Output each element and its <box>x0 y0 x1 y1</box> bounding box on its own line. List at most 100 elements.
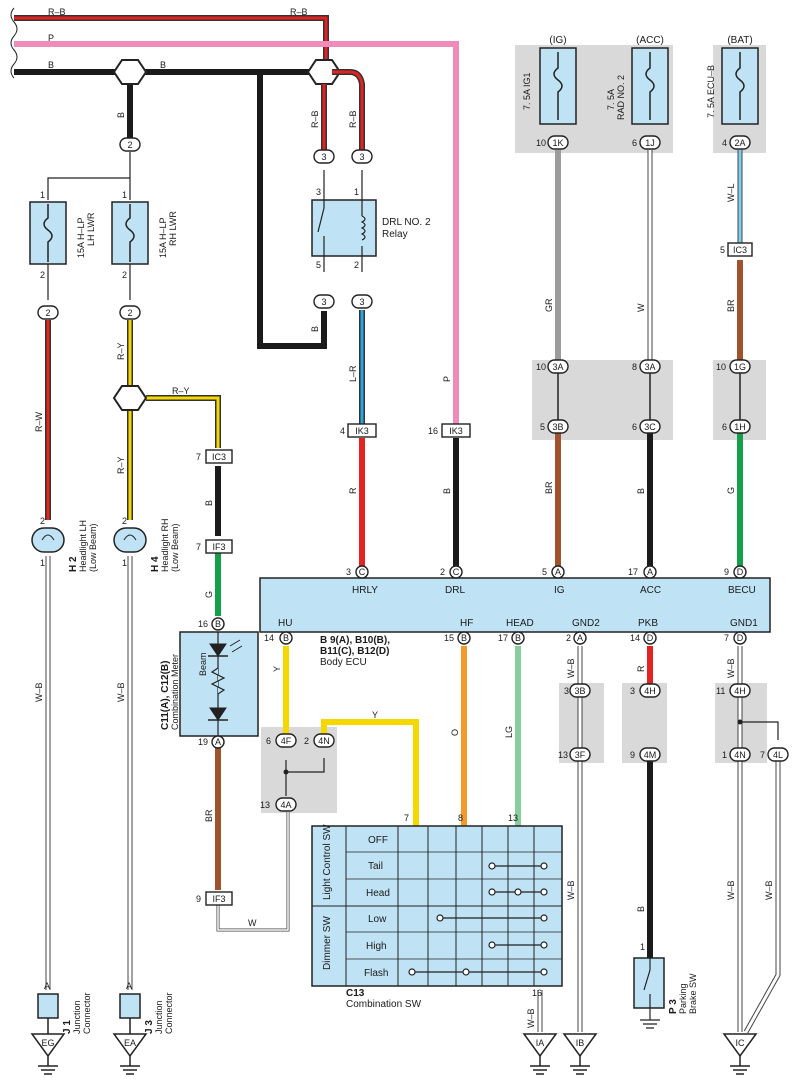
svg-text:IF3: IF3 <box>212 894 225 904</box>
parking-code: P 3 <box>668 999 679 1014</box>
svg-text:3: 3 <box>564 686 569 696</box>
svg-text:3F: 3F <box>575 750 586 760</box>
connector-shading <box>261 45 767 813</box>
svg-text:GND2: GND2 <box>572 618 600 629</box>
svg-text:6: 6 <box>632 138 637 148</box>
svg-text:IK3: IK3 <box>449 426 463 436</box>
svg-text:2: 2 <box>122 270 127 280</box>
svg-text:G: G <box>204 591 214 598</box>
power-ig-label: (IG) <box>549 35 566 46</box>
svg-text:10: 10 <box>716 362 726 372</box>
svg-text:13: 13 <box>260 800 270 810</box>
svg-text:3B: 3B <box>574 686 585 696</box>
ground-eg: EG <box>41 1038 54 1048</box>
switch-row-low: Low <box>368 914 387 925</box>
svg-text:R–Y: R–Y <box>116 342 126 360</box>
ground-ib: IB <box>576 1038 585 1048</box>
parking-name-b: Brake SW <box>688 973 698 1014</box>
fuse-ig1 <box>539 47 577 125</box>
svg-text:W–B: W–B <box>116 682 126 702</box>
svg-text:4H: 4H <box>734 686 746 696</box>
svg-text:W–B: W–B <box>34 682 44 702</box>
svg-text:10: 10 <box>536 138 546 148</box>
switch-group-light: Light Control SW <box>322 824 333 900</box>
svg-text:16: 16 <box>428 426 438 436</box>
fuse-ecub <box>721 47 759 125</box>
svg-text:ACC: ACC <box>640 585 661 596</box>
svg-text:9: 9 <box>630 750 635 760</box>
pin-circles <box>211 565 747 749</box>
svg-text:16: 16 <box>198 619 208 629</box>
ground-symbols <box>30 1033 758 1075</box>
svg-text:14: 14 <box>630 633 640 643</box>
fuse-lh-label-b: LH LWR <box>86 212 96 246</box>
svg-text:HF: HF <box>460 618 473 629</box>
switch-row-head: Head <box>366 888 390 899</box>
splice-b-right <box>306 59 342 85</box>
svg-text:IK3: IK3 <box>355 426 369 436</box>
svg-text:13: 13 <box>558 750 568 760</box>
svg-text:3: 3 <box>316 187 321 197</box>
svg-text:4F: 4F <box>281 736 292 746</box>
headlight-rh-code: H 4 <box>150 556 161 572</box>
switch-grid <box>312 826 562 986</box>
power-bat-label: (BAT) <box>727 35 752 46</box>
ground-ia: IA <box>536 1038 545 1048</box>
svg-text:W–B: W–B <box>726 880 736 900</box>
svg-text:G: G <box>726 487 736 494</box>
ground-ic: IC <box>736 1038 746 1048</box>
svg-text:P: P <box>442 376 452 382</box>
svg-text:3: 3 <box>359 297 364 307</box>
meter-beam-label: Beam <box>198 652 208 676</box>
svg-text:C: C <box>359 567 366 577</box>
svg-text:C: C <box>453 567 460 577</box>
ground-ea: EA <box>124 1038 136 1048</box>
svg-text:7: 7 <box>760 750 765 760</box>
headlight-rh-name: Headlight RH <box>160 518 170 572</box>
svg-text:9: 9 <box>724 567 729 577</box>
svg-text:IG: IG <box>554 585 565 596</box>
svg-text:B: B <box>116 112 126 118</box>
svg-text:4: 4 <box>340 426 345 436</box>
svg-text:2: 2 <box>566 633 571 643</box>
svg-text:R–B: R–B <box>48 7 66 17</box>
svg-text:B: B <box>215 619 221 629</box>
svg-text:3: 3 <box>321 297 326 307</box>
svg-text:GR: GR <box>544 298 554 312</box>
square-connectors <box>205 242 753 906</box>
svg-text:B: B <box>160 60 166 70</box>
svg-text:W–B: W–B <box>566 658 576 678</box>
svg-text:2: 2 <box>127 140 132 150</box>
svg-text:1J: 1J <box>645 138 655 148</box>
junction-j1-code: J 1 <box>62 1020 73 1034</box>
headlight-lh-beam: (Low Beam) <box>88 523 98 572</box>
ecu-code-b: B11(C), B12(D) <box>320 646 389 657</box>
wire-p <box>14 41 459 428</box>
meter-internals <box>208 632 243 736</box>
fuse-lh-label-a: 15A H–LP <box>76 217 86 258</box>
ecu-name: Body ECU <box>320 657 367 668</box>
svg-text:2: 2 <box>40 516 45 526</box>
parking-brake-contact <box>640 958 660 1029</box>
svg-text:1H: 1H <box>734 422 746 432</box>
relay-name: DRL NO. 2 <box>382 217 431 228</box>
svg-text:HU: HU <box>278 618 292 629</box>
meter-name: Combination Meter <box>170 654 180 730</box>
svg-text:4N: 4N <box>318 736 330 746</box>
svg-text:6: 6 <box>722 422 727 432</box>
fuse-rh <box>111 201 149 265</box>
gnd1-junction-link <box>740 721 779 740</box>
svg-text:O: O <box>450 729 460 736</box>
switch-code: C13 <box>346 988 365 999</box>
switch-group-dimmer: Dimmer SW <box>322 916 333 970</box>
headlight-lh <box>31 527 65 553</box>
svg-text:4N: 4N <box>734 750 746 760</box>
svg-text:19: 19 <box>198 737 208 747</box>
svg-text:2: 2 <box>127 308 132 318</box>
svg-text:1: 1 <box>122 190 127 200</box>
svg-text:2: 2 <box>304 736 309 746</box>
svg-text:9: 9 <box>196 894 201 904</box>
parking-name-a: Parking <box>678 983 688 1014</box>
svg-text:17: 17 <box>498 633 508 643</box>
svg-text:11: 11 <box>716 686 725 696</box>
